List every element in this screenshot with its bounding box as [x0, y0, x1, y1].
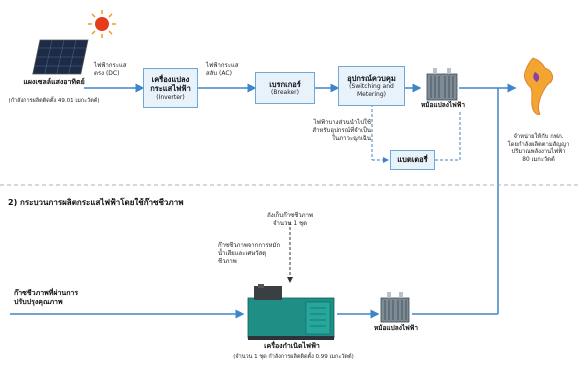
breaker-box: เบรกเกอร์ (Breaker) [255, 72, 315, 104]
ac-label: ไฟฟ้ากระแส สลับ (AC) [206, 62, 239, 78]
solar-panel-label: แผงเซลล์แสงอาทิตย์ [23, 78, 85, 86]
inverter-subtitle: (Inverter) [156, 93, 185, 101]
biogas-input-line2: ปรับปรุงคุณภาพ [14, 298, 63, 307]
biogas-source-line1: ก๊าซชีวภาพจากการหมัก [218, 242, 281, 249]
internal-use-note-line1: ไฟฟ้าบางส่วนนำไปใช้ [313, 119, 371, 126]
grid-note-line4: 80 เมกะวัตต์ [522, 156, 555, 163]
biogas-source-note: ก๊าซชีวภาพจากการหมัก น้ำเสียและเศษวัสดุ … [218, 242, 288, 265]
dc-label: ไฟฟ้ากระแส ตรง (DC) [94, 62, 127, 78]
switching-box: อุปกรณ์ควบคุม (Switching and Metering) [338, 66, 405, 106]
transformer-label: หม้อแปลงไฟฟ้า [420, 101, 466, 109]
generator-capacity: (จำนวน 1 ชุด กำลังการผลิตติดตั้ง 0.99 เม… [233, 354, 354, 360]
transformer-label-bottom: หม้อแปลงไฟฟ้า [373, 324, 419, 332]
inverter-box: เครื่องแปลงกระแสไฟฟ้า (Inverter) [143, 68, 198, 108]
biogas-storage-label: ถังเก็บก๊าซชีวภาพ จำนวน 1 ชุด [260, 212, 320, 228]
grid-note-line2: โดยกำลังผลิตตามสัญญา [507, 141, 570, 148]
switching-subtitle: (Switching and Metering) [349, 83, 394, 98]
generator-label: เครื่องกำเนิดไฟฟ้า [264, 342, 320, 350]
biogas-input-label: ก๊าซชีวภาพที่ผ่านการ ปรับปรุงคุณภาพ [14, 289, 78, 307]
grid-note-line1: จำหน่ายให้กับ กฟภ. [513, 134, 564, 140]
internal-use-note-line3: ในภาวะฉุกเฉิน [332, 134, 371, 142]
solar-panel-capacity: (กำลังการผลิตติดตั้ง 49.01 เมกะวัตต์) [8, 98, 100, 104]
switching-title: อุปกรณ์ควบคุม [347, 73, 396, 83]
biogas-storage-line1: ถังเก็บก๊าซชีวภาพ [267, 212, 313, 219]
biogas-storage-line2: จำนวน 1 ชุด [272, 219, 308, 227]
biogas-source-line3: ชีวภาพ [218, 257, 237, 265]
biogas-input-line1: ก๊าซชีวภาพที่ผ่านการ [14, 289, 79, 297]
biogas-source-line2: น้ำเสียและเศษวัสดุ [218, 249, 267, 257]
grid-note-line3: ปริมาณพลังงานไฟฟ้า [511, 149, 566, 156]
inverter-title: เครื่องแปลงกระแสไฟฟ้า [150, 74, 191, 94]
section-2-title: 2) กระบวนการผลิตกระแสไฟฟ้าโดยใช้ก๊าซชีวภ… [8, 198, 184, 207]
ac-label-line2: สลับ (AC) [206, 69, 232, 77]
dc-label-line2: ตรง (DC) [94, 69, 120, 77]
dc-label-line1: ไฟฟ้ากระแส [94, 62, 127, 69]
internal-use-note: ไฟฟ้าบางส่วนนำไปใช้ สำหรับอุปกรณ์ที่จำเป… [283, 119, 371, 142]
breaker-title: เบรกเกอร์ [269, 79, 301, 89]
internal-use-note-line2: สำหรับอุปกรณ์ที่จำเป็น [312, 126, 371, 134]
grid-note: จำหน่ายให้กับ กฟภ. โดยกำลังผลิตตามสัญญา … [496, 134, 581, 164]
breaker-subtitle: (Breaker) [271, 88, 299, 96]
battery-title: แบตเตอรี่ [397, 155, 428, 165]
ac-label-line1: ไฟฟ้ากระแส [206, 62, 239, 69]
battery-box: แบตเตอรี่ [390, 150, 435, 170]
